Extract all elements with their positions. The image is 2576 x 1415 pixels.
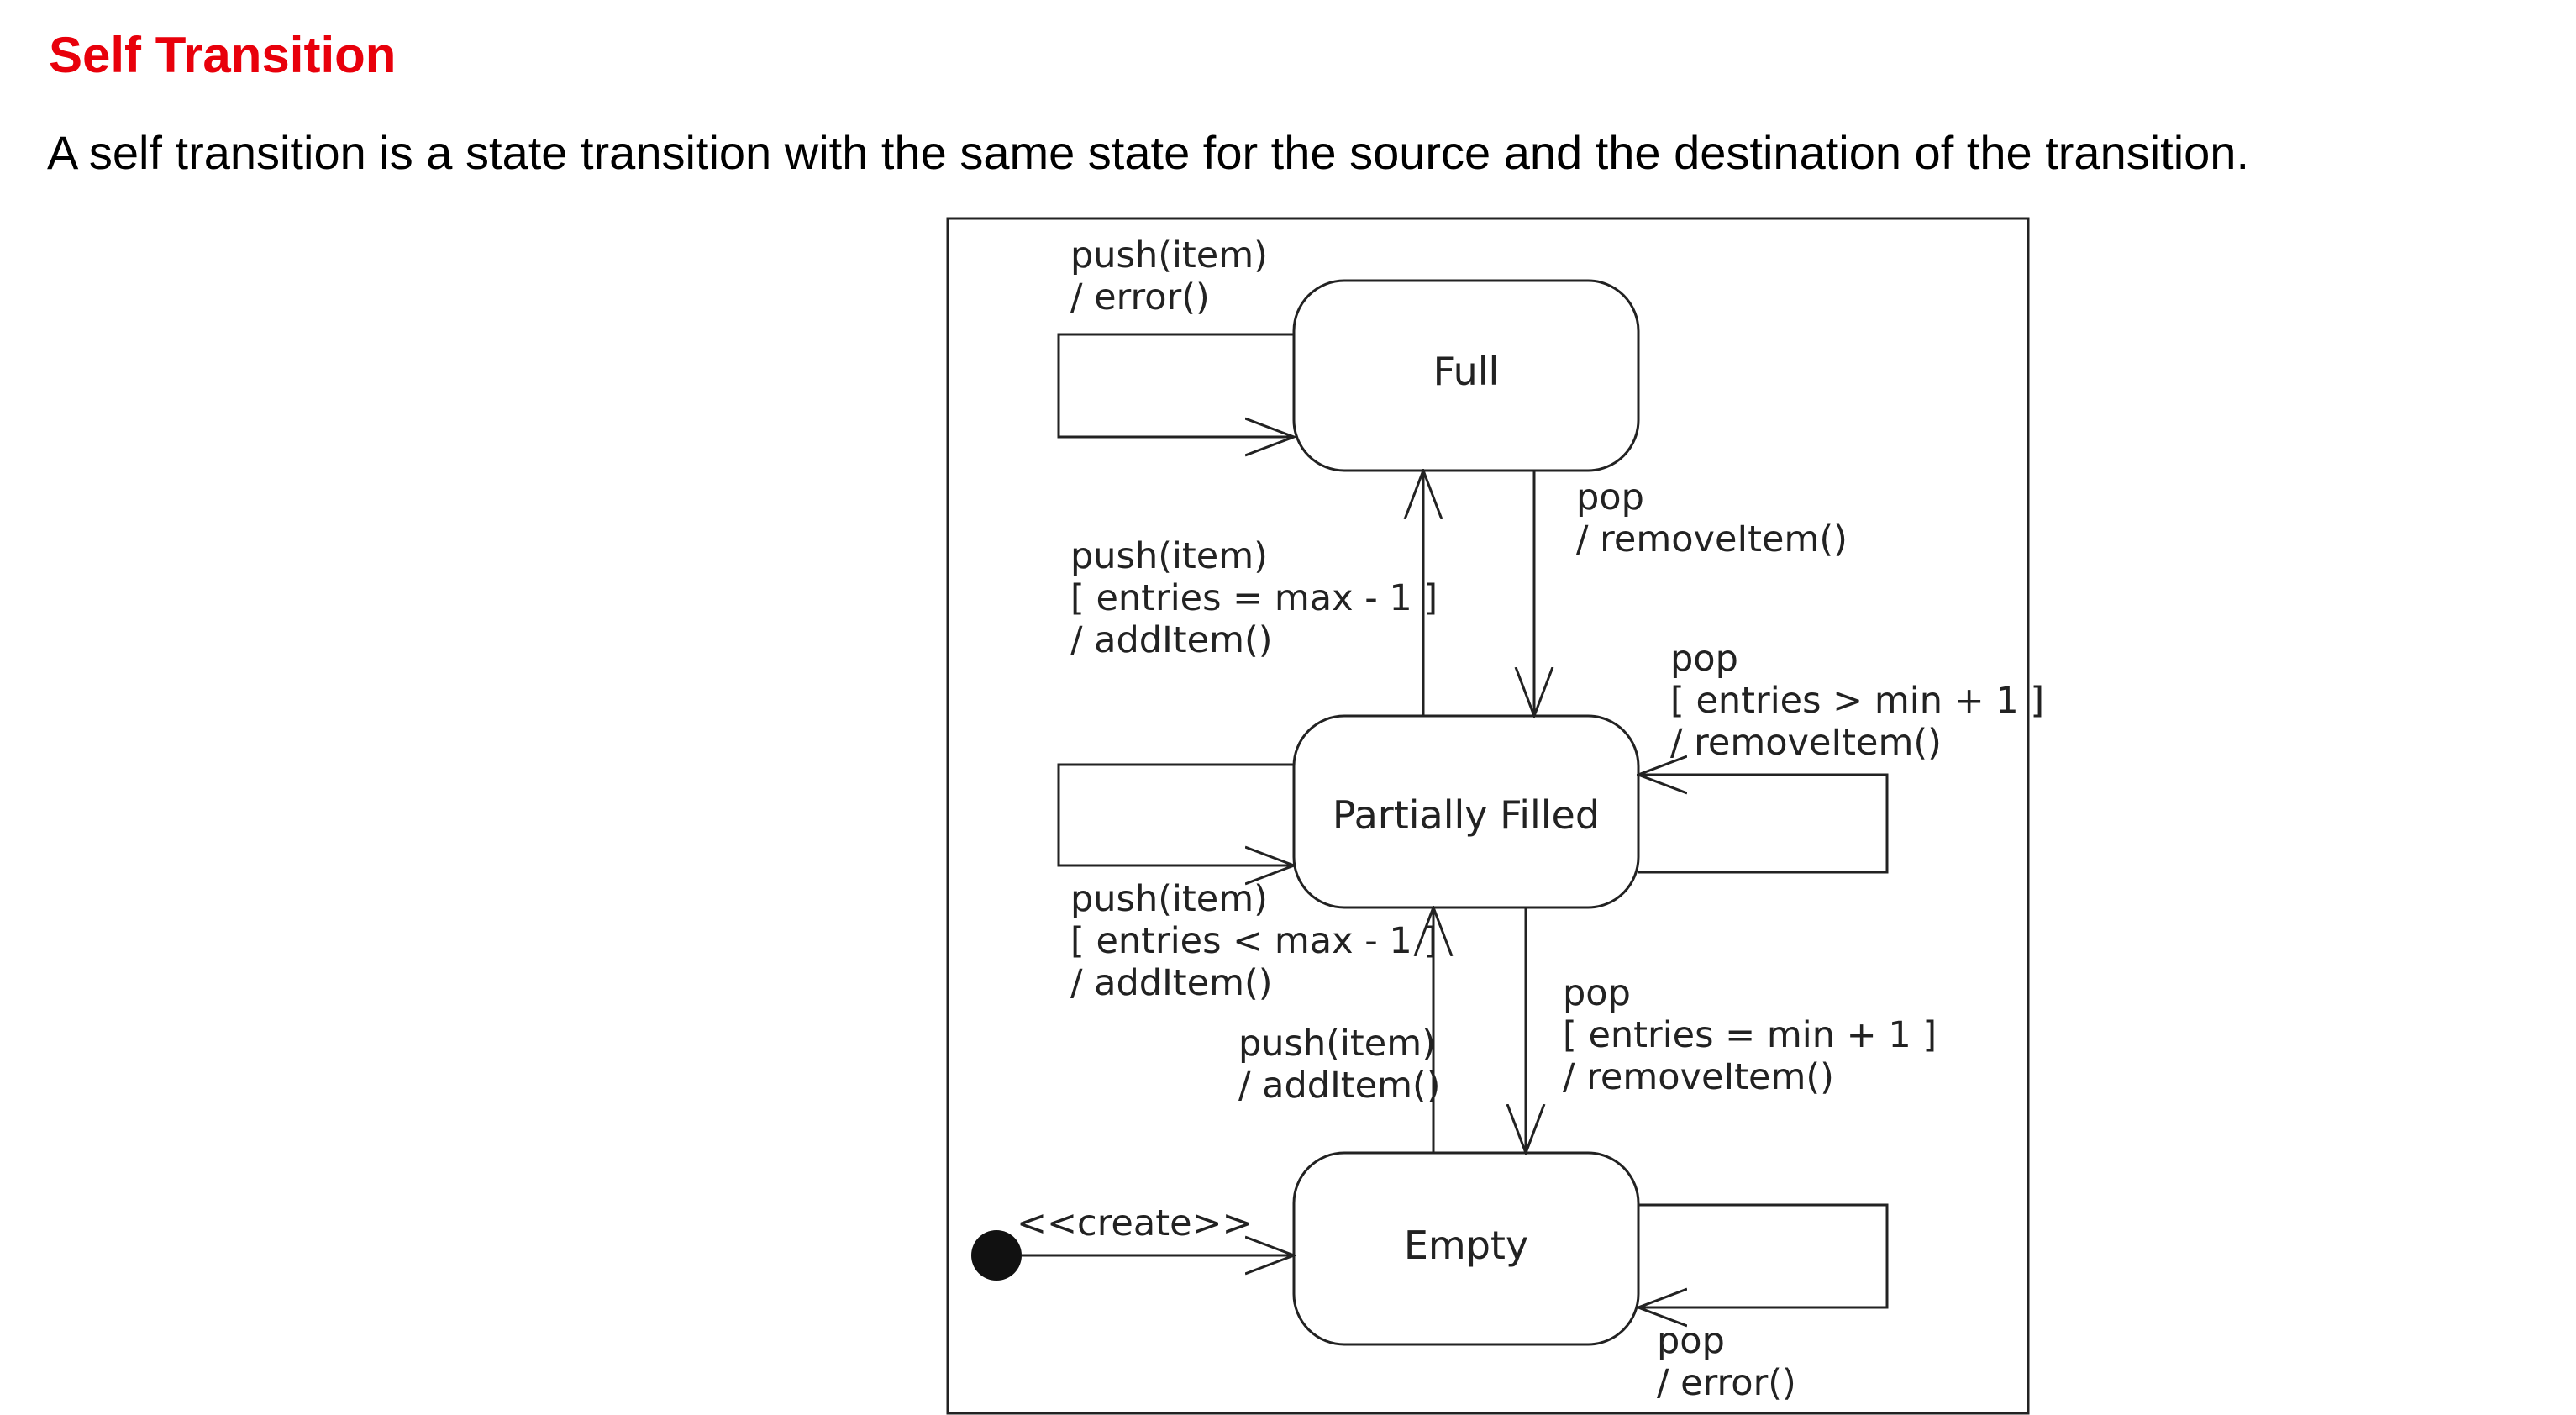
state-full: Full — [1292, 279, 1640, 472]
svg-text:push(item): push(item) — [1238, 1023, 1436, 1065]
full-self-transition-label: push(item) / error() — [1070, 234, 1268, 318]
svg-text:push(item): push(item) — [1070, 234, 1268, 276]
svg-text:/ error(): / error() — [1070, 276, 1210, 318]
svg-text:/ removeItem(): / removeItem() — [1576, 518, 1848, 560]
svg-text:[ entries > min + 1 ]: [ entries > min + 1 ] — [1670, 680, 2044, 722]
svg-text:/ error(): / error() — [1657, 1362, 1796, 1404]
svg-text:/ addItem(): / addItem() — [1070, 619, 1273, 661]
partial-self-push-label: push(item) [ entries < max - 1 ] / addIt… — [1070, 878, 1438, 1004]
intro-paragraph: A self transition is a state transition … — [47, 126, 2250, 179]
partial-self-pop-arrow — [1638, 775, 1889, 874]
state-empty-label: Empty — [1404, 1223, 1528, 1268]
svg-text:/ addItem(): / addItem() — [1070, 962, 1273, 1004]
svg-text:/ addItem(): / addItem() — [1238, 1065, 1441, 1107]
empty-self-transition-label: pop / error() — [1657, 1320, 1796, 1404]
svg-text:pop: pop — [1576, 476, 1644, 518]
empty-self-transition-arrow — [1638, 1203, 1889, 1307]
svg-text:[ entries < max - 1 ]: [ entries < max - 1 ] — [1070, 920, 1438, 962]
partial-to-empty-label: pop [ entries = min + 1 ] / removeItem() — [1563, 972, 1937, 1098]
svg-text:push(item): push(item) — [1070, 878, 1268, 920]
state-empty: Empty — [1292, 1151, 1640, 1346]
page-title: Self Transition — [49, 27, 397, 83]
svg-text:/ removeItem(): / removeItem() — [1563, 1056, 1834, 1098]
empty-to-partial-label: push(item) / addItem() — [1238, 1023, 1441, 1107]
state-partially-filled-label: Partially Filled — [1333, 792, 1600, 838]
full-self-transition-arrow — [1057, 333, 1294, 437]
svg-text:pop: pop — [1670, 638, 1738, 680]
full-to-partial-label: pop / removeItem() — [1576, 476, 1848, 560]
state-diagram: Full Partially Filled Empty <<create>> p… — [946, 217, 2044, 1415]
svg-text:[ entries = min + 1 ]: [ entries = min + 1 ] — [1563, 1014, 1937, 1056]
state-partially-filled: Partially Filled — [1292, 714, 1640, 909]
create-transition-label: <<create>> — [1017, 1202, 1253, 1244]
initial-state-node — [971, 1230, 1022, 1281]
svg-text:pop: pop — [1563, 972, 1631, 1014]
svg-text:[ entries = max - 1 ]: [ entries = max - 1 ] — [1070, 577, 1438, 619]
partial-self-pop-label: pop [ entries > min + 1 ] / removeItem() — [1670, 638, 2044, 764]
partial-self-push-arrow — [1057, 763, 1294, 865]
partial-to-full-label: push(item) [ entries = max - 1 ] / addIt… — [1070, 535, 1438, 661]
svg-text:pop: pop — [1657, 1320, 1725, 1362]
svg-text:push(item): push(item) — [1070, 535, 1268, 577]
svg-text:/ removeItem(): / removeItem() — [1670, 722, 1942, 764]
state-full-label: Full — [1433, 349, 1500, 394]
